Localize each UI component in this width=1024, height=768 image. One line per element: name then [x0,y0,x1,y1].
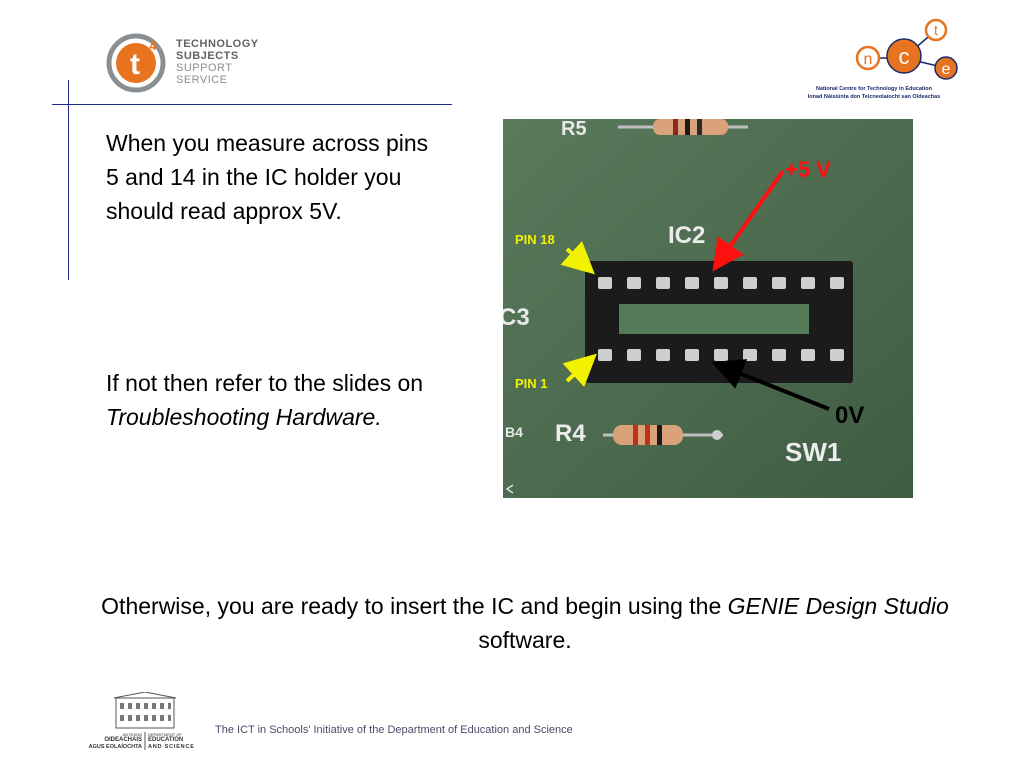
measure-instruction: When you measure across pins 5 and 14 in… [106,130,429,224]
header-rule [52,104,452,105]
top-pin-row [598,277,844,289]
bottom-pin-row [598,349,844,361]
label-b4: B4 [505,424,523,440]
troubleshoot-prefix: If not then refer to the slides on [106,370,424,396]
building-icon [113,692,177,750]
ncte-letter-n: n [864,51,873,68]
troubleshoot-link-text: Troubleshooting Hardware [106,404,376,430]
troubleshoot-note: If not then refer to the slides on Troub… [106,366,446,434]
ic-socket [585,261,853,383]
ready-note: Otherwise, you are ready to insert the I… [70,589,980,657]
label-plus-5v: +5 V [785,157,831,182]
side-rule [68,80,69,280]
dept-irish-3: AGUS EOLAÍOCHTA [88,744,142,750]
t4-line-3: SUPPORT [176,62,233,74]
t4-circle-icon: t 4 [106,33,166,93]
t4-line-1: TECHNOLOGY [176,38,259,50]
arrow-5v-icon [712,169,785,272]
ncte-letter-t: t [934,22,938,38]
chevron-left-icon [505,484,514,494]
troubleshoot-suffix: . [375,404,382,430]
t4-line-4: SERVICE [176,74,228,86]
ncte-letter-c: c [899,44,910,69]
ncte-letter-e: e [942,61,951,78]
label-ic2: IC2 [668,222,705,249]
arrow-pin1-icon [562,353,597,388]
department-logo: AN ROINN OIDEACHAIS AGUS EOLAÍOCHTA DEPA… [78,692,212,752]
dept-english-1: DEPARTMENT OF [148,732,182,737]
ncte-caption-1: National Centre for Technology in Educat… [815,86,932,92]
genie-studio-text: GENIE Design Studio [727,593,949,619]
resistor-r5 [653,119,728,135]
t4-line-2: SUBJECTS [176,50,239,62]
ready-prefix: Otherwise, you are ready to insert the I… [101,593,728,619]
arrow-0v-icon [711,359,830,411]
dept-english-3: AND SCIENCE [148,744,195,750]
label-c3: C3 [503,304,530,331]
ncte-circles-icon: n c t e [855,18,958,80]
label-pin-18: PIN 18 [515,232,555,247]
ncte-logo: n c t e National Centre for Technology i… [786,16,962,108]
label-0v: 0V [835,402,864,429]
footer-caption: The ICT in Schools' Initiative of the De… [215,724,573,736]
arrow-pin18-icon [560,241,595,275]
pcb-illustration: R5 IC2 [499,118,913,498]
dept-english-2: EDUCATION [148,737,184,743]
t4-logo: t 4 TECHNOLOGY SUBJECTS SUPPORT SERVICE [106,30,276,96]
label-sw1: SW1 [785,437,841,467]
t4-mark: t [130,48,140,81]
pcb-photo: R5 IC2 [499,118,913,498]
dept-irish-2: OIDEACHAIS [104,737,142,743]
ncte-caption-2: Ionad Náisiúnta don Teicneolaíocht san O… [807,94,941,100]
label-r5: R5 [561,119,587,140]
dept-irish-1: AN ROINN [122,732,142,737]
label-r4: R4 [555,420,586,447]
label-pin-1: PIN 1 [515,376,548,391]
t4-sup: 4 [149,38,157,53]
ready-suffix: software. [478,627,572,653]
